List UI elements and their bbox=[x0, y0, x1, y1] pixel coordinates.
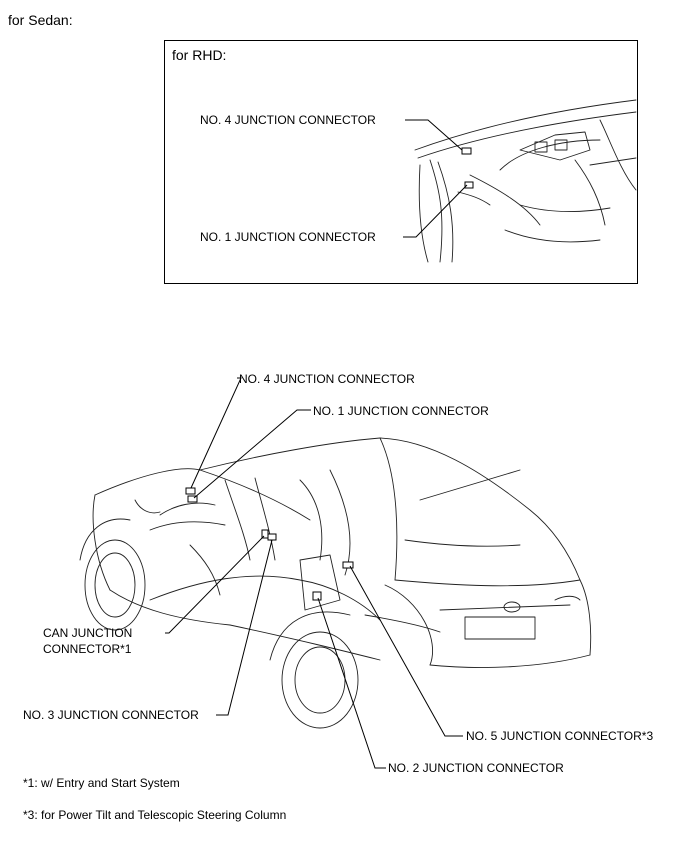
no4-connector-shape bbox=[185, 487, 196, 495]
section-title: for Sedan: bbox=[8, 12, 73, 28]
inset-title: for RHD: bbox=[172, 47, 227, 63]
label-no4-junction-connector: NO. 4 JUNCTION CONNECTOR bbox=[239, 372, 415, 386]
no3-leader-line bbox=[216, 539, 273, 716]
label-can-junction-connector-line1: CAN JUNCTION bbox=[43, 626, 133, 640]
label-can-junction-connector-line2: CONNECTOR*1 bbox=[43, 642, 132, 656]
inset-no4-connector-shape bbox=[461, 147, 472, 155]
inset-label-no1-junction-connector: NO. 1 JUNCTION CONNECTOR bbox=[200, 230, 376, 244]
label-no5-junction-connector: NO. 5 JUNCTION CONNECTOR*3 bbox=[466, 729, 654, 743]
footnote-3: *3: for Power Tilt and Telescopic Steeri… bbox=[23, 808, 287, 822]
no2-connector-shape bbox=[312, 591, 322, 601]
can-leader-line bbox=[165, 535, 265, 634]
no5-leader-line bbox=[349, 565, 463, 737]
footnote-1: *1: w/ Entry and Start System bbox=[23, 776, 180, 790]
no1-leader-line bbox=[193, 409, 311, 499]
no3-connector-shape bbox=[267, 533, 277, 541]
no4-leader-line bbox=[190, 377, 242, 489]
inset-no1-leader-line bbox=[403, 184, 468, 238]
sedan-car-illustration bbox=[79, 437, 592, 729]
inset-label-no4-junction-connector: NO. 4 JUNCTION CONNECTOR bbox=[200, 113, 376, 127]
inset-no1-connector-shape bbox=[464, 181, 474, 189]
rhd-inset-frame bbox=[164, 40, 638, 284]
label-no1-junction-connector: NO. 1 JUNCTION CONNECTOR bbox=[313, 404, 489, 418]
label-no2-junction-connector: NO. 2 JUNCTION CONNECTOR bbox=[388, 761, 564, 775]
no2-leader-line bbox=[317, 597, 386, 769]
inset-no4-leader-line bbox=[405, 119, 463, 151]
no5-connector-shape bbox=[342, 561, 354, 569]
rhd-dashboard-illustration bbox=[414, 99, 637, 263]
no1-connector-shape bbox=[187, 495, 198, 503]
label-no3-junction-connector: NO. 3 JUNCTION CONNECTOR bbox=[23, 708, 199, 722]
